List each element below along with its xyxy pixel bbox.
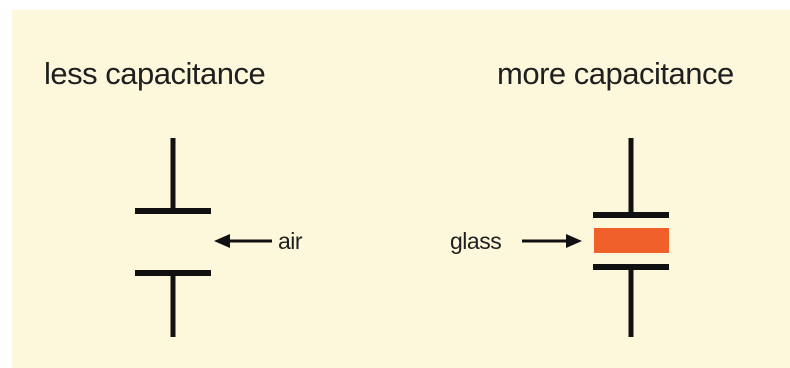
air-pointer-arrow <box>214 234 272 248</box>
glass-label: glass <box>450 228 502 254</box>
diagram-panel <box>12 10 790 368</box>
less-capacitance-title: less capacitance <box>44 56 266 91</box>
glass-pointer-arrow <box>522 234 582 248</box>
glass-capacitor-symbol <box>593 138 669 337</box>
air-label: air <box>278 228 303 254</box>
air-capacitor-symbol <box>135 138 211 337</box>
glass-dielectric <box>594 228 669 253</box>
more-capacitance-title: more capacitance <box>497 56 734 91</box>
